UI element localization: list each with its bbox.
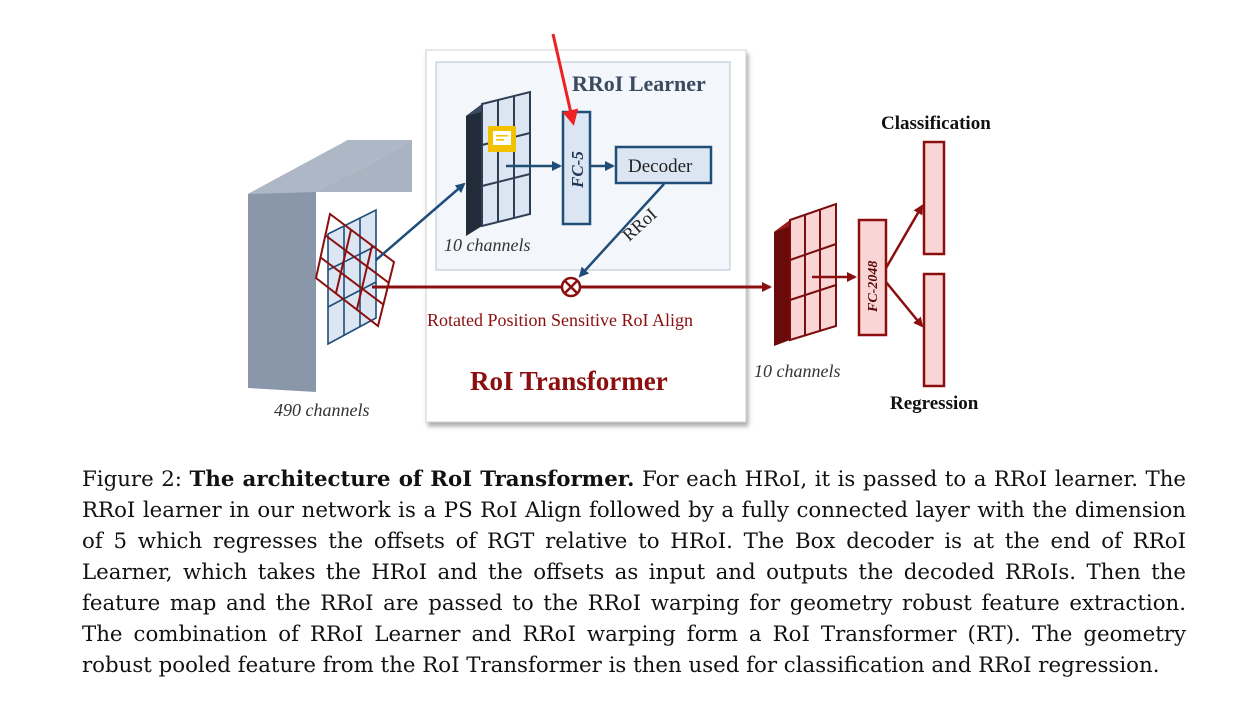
pointer-arrow (551, 33, 579, 126)
regression-head (922, 272, 946, 388)
figure-caption: Figure 2: The architecture of RoI Transf… (82, 464, 1186, 681)
channels-10-outer-label: 10 channels (754, 361, 840, 381)
regression-label: Regression (890, 393, 979, 414)
otimes-operator (560, 276, 582, 298)
feature-map-10-outer (774, 202, 837, 346)
rroi-grid-red (314, 212, 396, 328)
decoder-box (614, 145, 713, 185)
align-label: Rotated Position Sensitive RoI Align (427, 310, 693, 330)
decoder-label: Decoder (628, 156, 693, 177)
fc5-label: FC-5 (568, 151, 587, 189)
fc5-box (561, 110, 592, 226)
arrow-to-learner (375, 182, 466, 261)
comment-icon (488, 126, 516, 152)
channels-10-inner-label: 10 channels (444, 235, 530, 255)
arrow-rroi (578, 183, 665, 278)
figure-number: Figure 2: (82, 467, 182, 492)
arrow-to-classification (884, 204, 924, 269)
classification-head (922, 140, 946, 256)
fc2048-label: FC-2048 (866, 261, 881, 313)
caption-title: The architecture of RoI Transformer. (189, 467, 635, 492)
caption-body: For each HRoI, it is passed to a RRoI le… (82, 467, 1187, 678)
channels-490-label: 490 channels (274, 400, 369, 420)
feature-map-10-inner (466, 90, 531, 236)
classification-label: Classification (881, 113, 991, 134)
rt-title: RoI Transformer (470, 366, 668, 396)
architecture-diagram: RRoI Learner 490 channels (248, 33, 991, 423)
fc2048-box (857, 218, 888, 337)
rroi-learner-title: RRoI Learner (572, 71, 706, 96)
arrow-to-regression (885, 281, 924, 328)
